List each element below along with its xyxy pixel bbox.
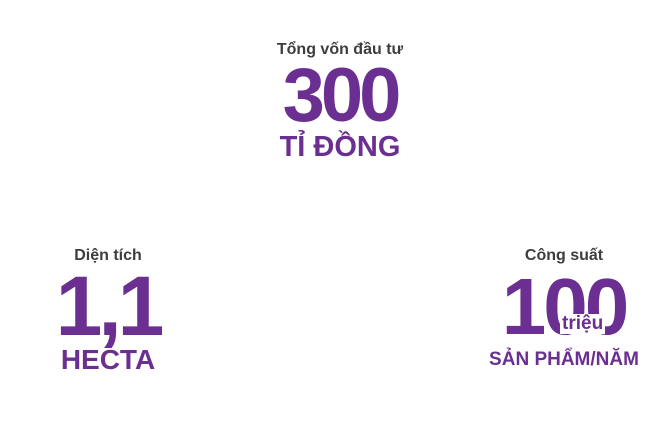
capacity-label: Công suất [524,247,604,264]
capacity-multiplier: triệu [560,313,606,334]
area-unit: HECTA [60,344,156,375]
area-value: 1,1 [55,259,165,353]
area-label: Diện tích [74,247,142,264]
area-stat: Diện tích 1,1 HECTA [28,246,188,374]
capacity-value: 100 [501,262,629,351]
capacity-unit: SẢN PHẨM/NĂM [489,349,639,370]
capacity-value-wrap: 100 triệu [478,266,650,348]
investment-label: Tổng vốn đầu tư [276,41,404,58]
investment-stat: Tổng vốn đầu tư 300 TỈ ĐỒNG [215,40,465,162]
investment-unit: TỈ ĐỒNG [279,131,401,163]
investment-value: 300 [282,53,402,138]
capacity-stat: Công suất 100 triệu SẢN PHẨM/NĂM [478,246,650,372]
